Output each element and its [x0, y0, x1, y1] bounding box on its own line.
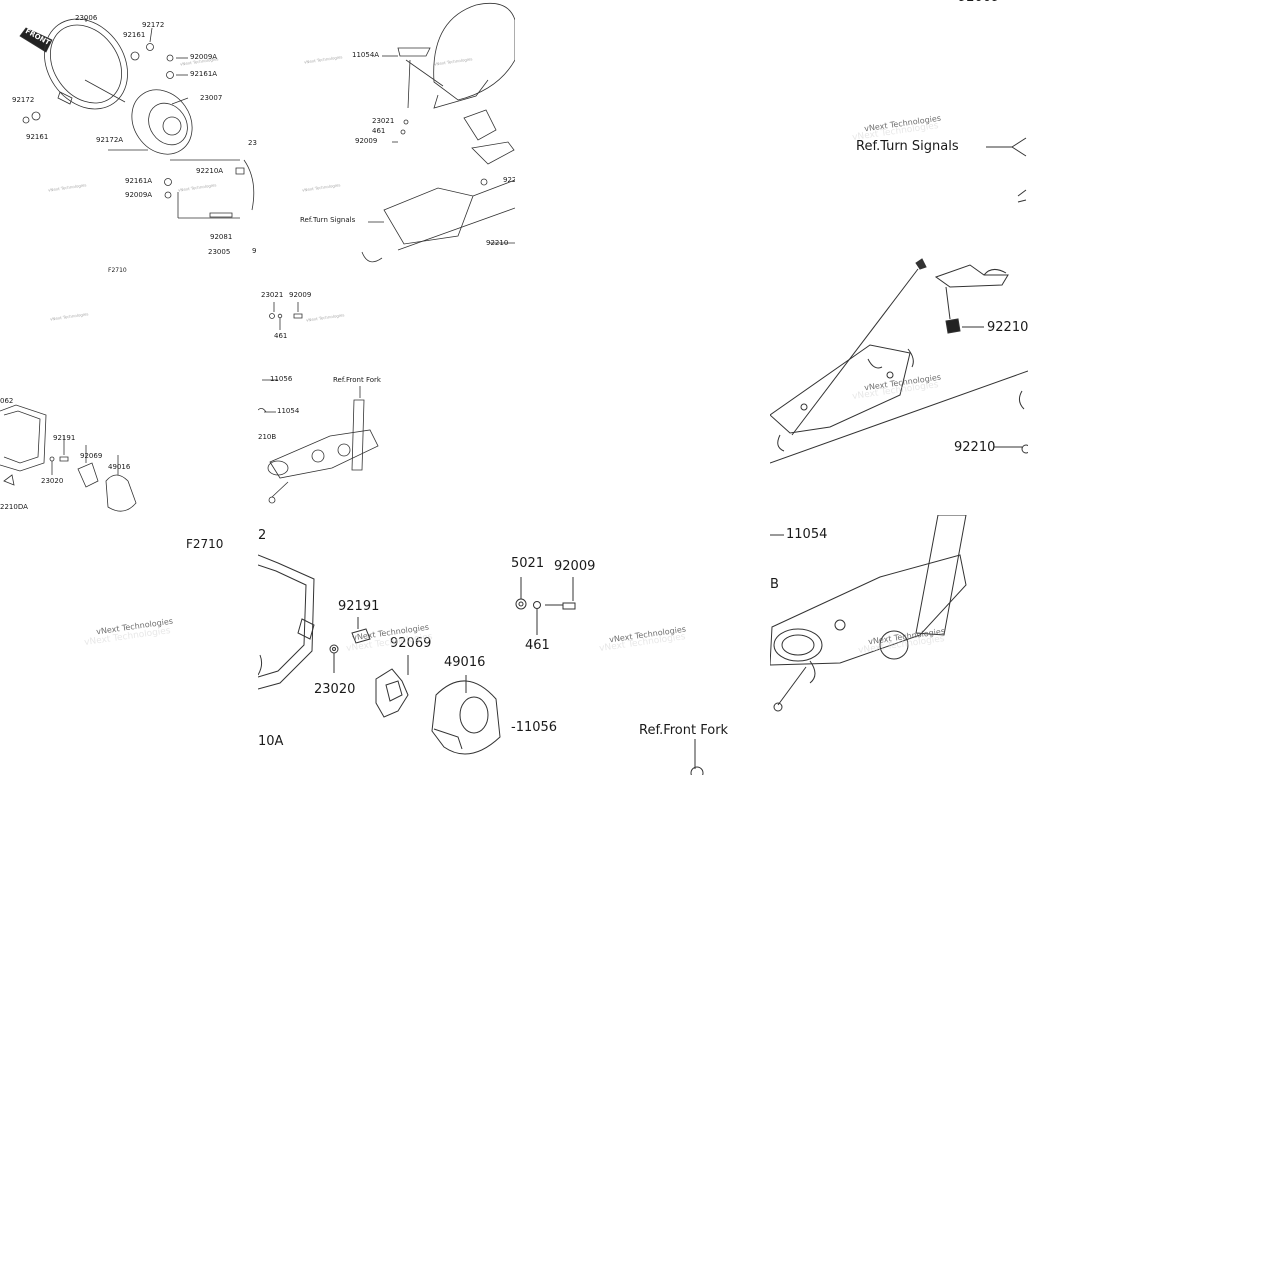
- part-label-49016: 49016: [108, 463, 131, 471]
- part-label-92210: 92210: [954, 440, 996, 455]
- fork-crown-drawing: [770, 515, 967, 712]
- part-label-92009: 92009: [289, 291, 312, 299]
- part-label-92191: 92191: [53, 434, 76, 442]
- ref-turn-signals-label: Ref.Turn Signals: [300, 216, 356, 224]
- part-label-92172: 92172: [142, 21, 165, 29]
- part-label-92069: 92069: [390, 636, 432, 651]
- part-label-11054: 11054: [277, 407, 300, 415]
- part-label-92161: 92161: [26, 133, 49, 141]
- part-label-92210: 92210: [486, 239, 509, 247]
- part-label-92172: 92172: [12, 96, 35, 104]
- part-label-23020: 23020: [314, 682, 356, 697]
- bracket-drawing: [258, 2, 515, 504]
- part-label-11054A: 11054A: [352, 51, 380, 59]
- part-label-461: 461: [372, 127, 386, 135]
- part-label-49016: 49016: [444, 655, 486, 670]
- part-label-92081: 92081: [210, 233, 233, 241]
- diagram-panel-bulb-overview: 062 92191 92069 49016 23020 2210DA F2710…: [0, 285, 258, 525]
- diagram-panel-cowl-detail: 92210B 92210 vNext Technologies vNext Te…: [770, 255, 1028, 515]
- part-label-23007: 23007: [200, 94, 223, 102]
- part-label-10A: 10A: [258, 734, 284, 749]
- ref-front-fork-label: Ref.Front Fork: [333, 376, 381, 384]
- part-label-92009A: 92009A: [125, 191, 153, 199]
- part-label-062: 062: [0, 397, 14, 405]
- part-label-92161A: 92161A: [190, 70, 218, 78]
- diagram-panel-fastener-detail: 5021 92009 461 -11056 Ref.Front Fork vNe…: [511, 515, 770, 775]
- fastener-drawing: [515, 577, 704, 775]
- part-label-210B: 210B: [258, 433, 277, 441]
- diagram-panel-bracket-overview: 11054A 23021 461 92009 922 Ref.Turn Sign…: [258, 0, 515, 515]
- part-label-461: 461: [525, 638, 550, 653]
- bulb-drawing-small: [0, 404, 137, 512]
- diagram-panel-zoom-left: F2710 vNext Technologies vNext Technolog…: [0, 525, 258, 775]
- part-label-922-cut: 922: [503, 176, 515, 184]
- diagram-code-large: F2710: [186, 537, 224, 551]
- part-label-92161: 92161: [123, 31, 146, 39]
- part-label-2-cut: 2: [258, 528, 267, 543]
- part-label-23006: 23006: [75, 14, 98, 22]
- part-label-461: 461: [274, 332, 288, 340]
- part-label-92009: 92009: [554, 559, 596, 574]
- part-label-23021: 23021: [261, 291, 284, 299]
- part-label-11056: -11056: [511, 720, 558, 735]
- part-label-92009A: 92009A: [190, 53, 218, 61]
- headlight-shell-drawing: [19, 18, 255, 219]
- part-label-23020: 23020: [41, 477, 64, 485]
- part-label-92069: 92069: [80, 452, 103, 460]
- diagram-code: F2710: [108, 267, 127, 274]
- part-label-23021: 23021: [372, 117, 395, 125]
- ref-turn-signals-label: Ref.Turn Signals: [856, 139, 959, 154]
- part-label-92161A: 92161A: [125, 177, 153, 185]
- diagram-panel-bulb-detail: 2 92191 92069 23020 49016 10A vNext Tech…: [258, 515, 511, 775]
- part-label-92009-cut: 92009: [958, 0, 999, 4]
- part-label-92009: 92009: [355, 137, 378, 145]
- part-label-23-cut: 23: [248, 139, 257, 147]
- turn-signal-drawing: [986, 137, 1027, 203]
- part-label-11054: 11054: [786, 527, 828, 542]
- part-label-92191: 92191: [338, 599, 380, 614]
- part-label-2210DA: 2210DA: [0, 503, 28, 511]
- cowl-drawing: [770, 258, 1028, 464]
- part-label-92210B: 92210B: [987, 320, 1028, 335]
- diagram-panel-headlight-overview: 23006 92172 92161 92009A 92161A 23007 92…: [0, 0, 258, 285]
- part-label-11056: 11056: [270, 375, 293, 383]
- part-label-9-cut: 9: [252, 247, 257, 255]
- part-label-23005: 23005: [208, 248, 231, 256]
- part-label-92172A: 92172A: [96, 136, 124, 144]
- ref-front-fork-label: Ref.Front Fork: [639, 723, 729, 738]
- diagram-panel-turn-signal-detail: 92009 Ref.Turn Signals vNext Technologie…: [770, 0, 1028, 260]
- part-label-92210A: 92210A: [196, 167, 224, 175]
- bulb-drawing-detail: [258, 554, 501, 755]
- diagram-panel-fork-detail: 11054 B vNext Technologies vNext Technol…: [770, 515, 1028, 775]
- part-label-23021-cut: 5021: [511, 556, 545, 571]
- part-label-B-cut: B: [770, 577, 779, 592]
